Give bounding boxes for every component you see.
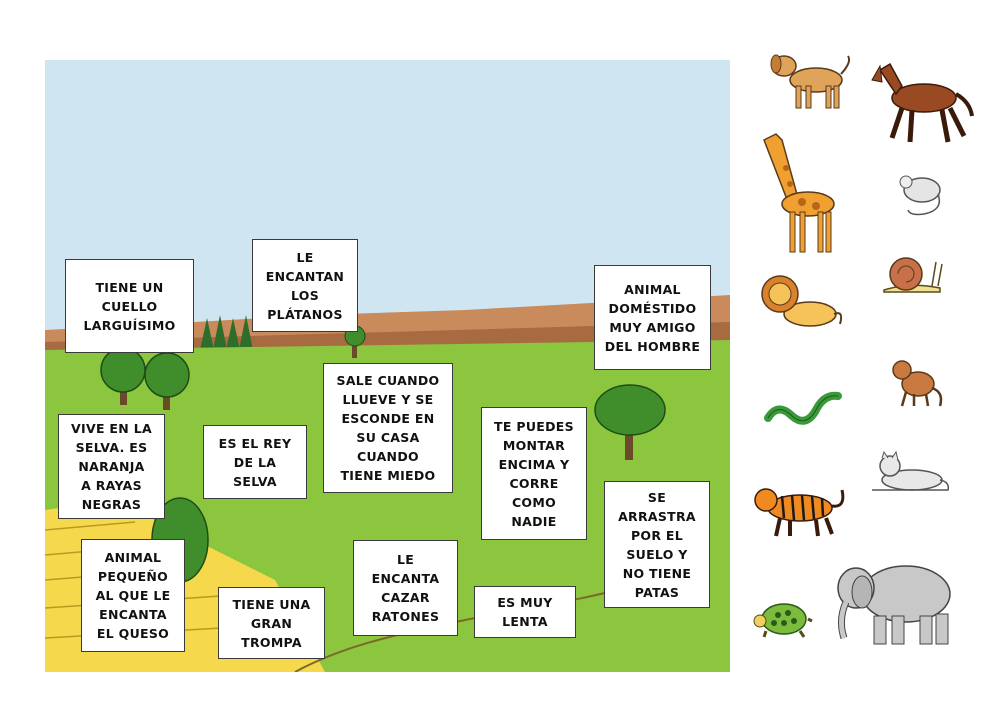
snake-icon[interactable] bbox=[764, 382, 844, 428]
turtle-icon[interactable] bbox=[752, 595, 814, 639]
card-lluvia[interactable]: SALE CUANDO LLUEVE Y SE ESCONDE EN SU CA… bbox=[323, 363, 453, 493]
cat-icon[interactable] bbox=[868, 450, 952, 494]
tree-right bbox=[594, 384, 666, 460]
card-platanos[interactable]: LE ENCANTAN LOS PLÁTANOS bbox=[252, 239, 358, 332]
card-cuello[interactable]: TIENE UN CUELLO LARGUÍSIMO bbox=[65, 259, 194, 353]
card-montar[interactable]: TE PUEDES MONTAR ENCIMA Y CORRE COMO NAD… bbox=[481, 407, 587, 540]
card-rayas[interactable]: VIVE EN LA SELVA. ES NARANJA A RAYAS NEG… bbox=[58, 414, 165, 519]
tree-left bbox=[100, 347, 190, 410]
card-domestico[interactable]: ANIMAL DOMÉSTIDO MUY AMIGO DEL HOMBRE bbox=[594, 265, 711, 370]
card-trompa[interactable]: TIENE UNA GRAN TROMPA bbox=[218, 587, 325, 659]
snail-icon[interactable] bbox=[880, 252, 946, 294]
horse-icon[interactable] bbox=[866, 58, 976, 146]
card-ratones[interactable]: LE ENCANTA CAZAR RATONES bbox=[353, 540, 458, 636]
giraffe-icon[interactable] bbox=[756, 128, 840, 256]
dog-icon[interactable] bbox=[768, 42, 854, 112]
pine-trees bbox=[200, 315, 253, 350]
elephant-icon[interactable] bbox=[834, 558, 958, 646]
card-lenta[interactable]: ES MUY LENTA bbox=[474, 586, 576, 638]
lion-icon[interactable] bbox=[760, 270, 844, 334]
card-queso[interactable]: ANIMAL PEQUEÑO AL QUE LE ENCANTA EL QUES… bbox=[81, 539, 185, 652]
card-rey[interactable]: ES EL REY DE LA SELVA bbox=[203, 425, 307, 499]
tiger-icon[interactable] bbox=[752, 478, 848, 540]
card-arrastra[interactable]: SE ARRASTRA POR EL SUELO Y NO TIENE PATA… bbox=[604, 481, 710, 608]
mouse-icon[interactable] bbox=[894, 170, 946, 222]
monkey-icon[interactable] bbox=[884, 356, 946, 408]
